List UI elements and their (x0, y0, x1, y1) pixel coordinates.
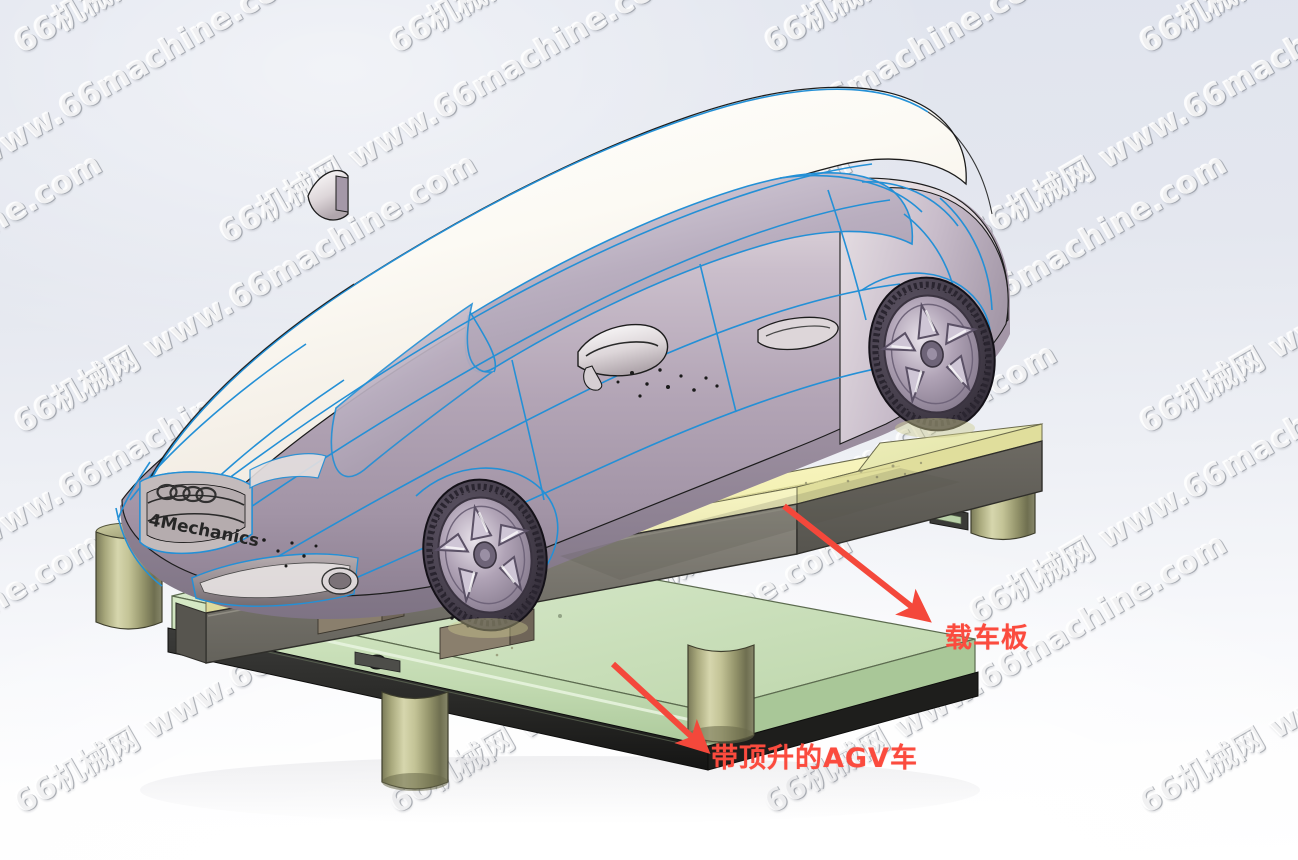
car-door-handle (757, 316, 839, 351)
annotation-arrow-load-plate (782, 503, 932, 623)
car-headlight (249, 453, 327, 490)
cad-sketch-points (262, 368, 719, 631)
car-front-bumper (191, 553, 359, 607)
support-leg-front-center (381, 691, 449, 791)
support-leg-front-right (687, 644, 755, 744)
annotation-arrows (610, 503, 932, 755)
annotation-label-agv: 带顶升的AGV车 (711, 743, 918, 774)
car-wheel-front (422, 478, 548, 632)
car-mirror-near (577, 323, 669, 391)
car-grille: 4Mechanics (139, 471, 261, 555)
car-wheel-rear (868, 276, 996, 432)
car-mirror-far (307, 170, 349, 221)
four-rings-badge (156, 483, 217, 504)
car-glass (330, 172, 914, 478)
annotation-label-load-plate: 载车板 (945, 623, 1029, 654)
ground-shadow (140, 756, 980, 824)
car-model: 4Mechanics (115, 86, 1010, 638)
annotation-arrow-agv (610, 661, 711, 755)
